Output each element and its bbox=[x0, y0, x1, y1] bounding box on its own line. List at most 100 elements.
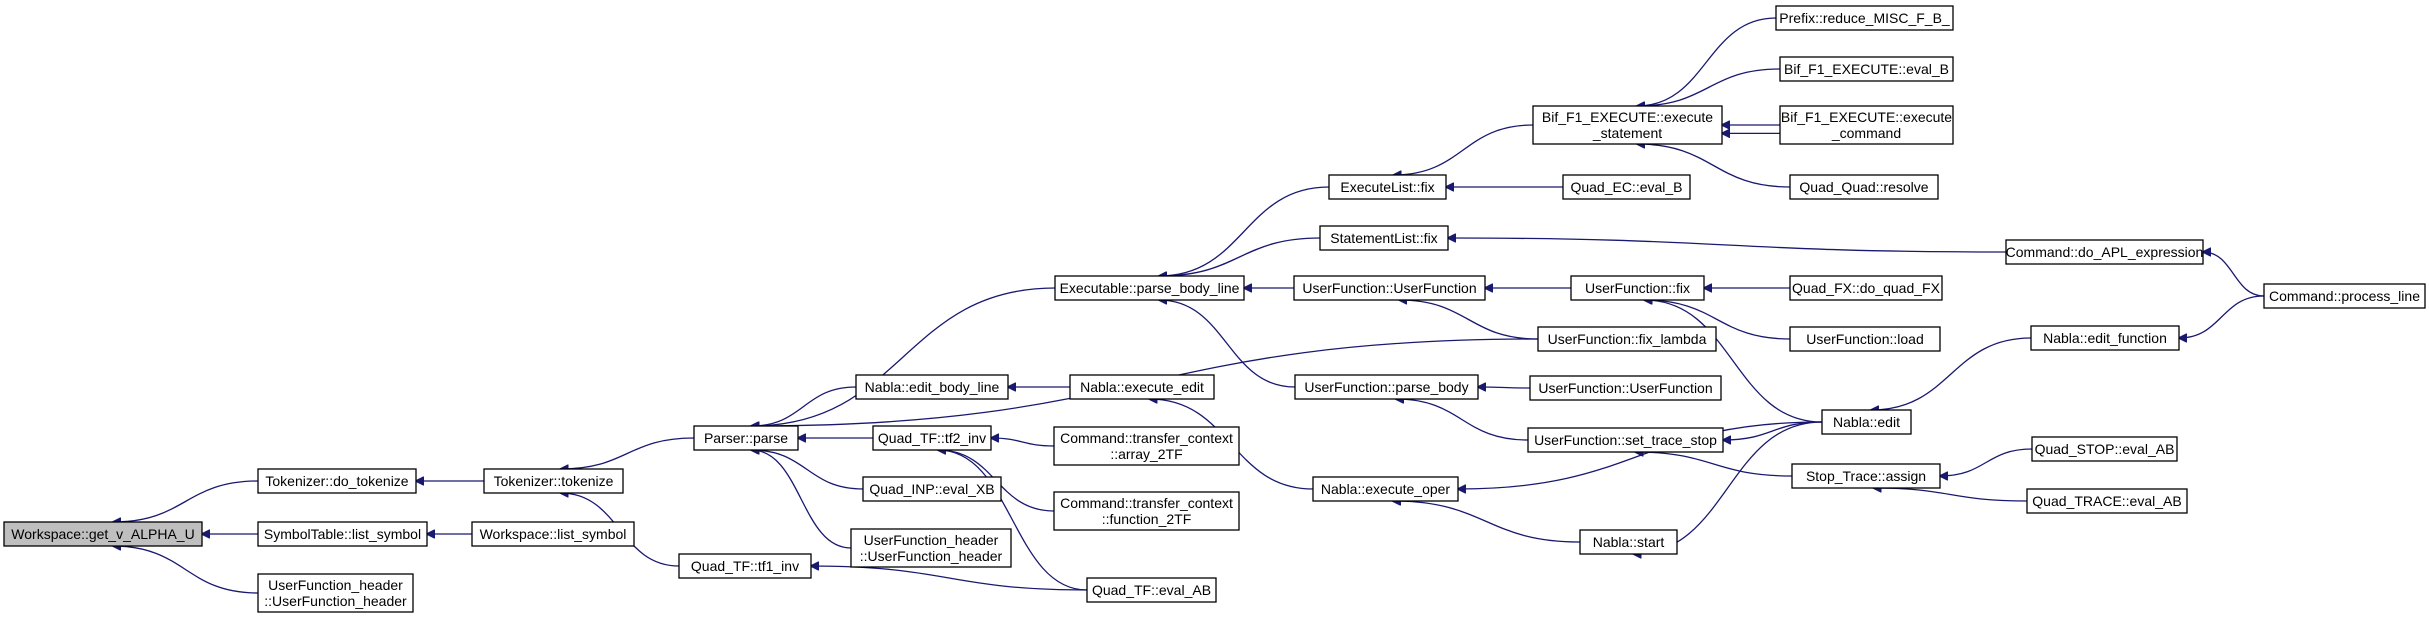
edge bbox=[1448, 238, 2007, 253]
node-qtf_evalab[interactable]: Quad_TF::eval_AB bbox=[1086, 577, 1217, 603]
node-uf_uf2[interactable]: UserFunction::UserFunction bbox=[1529, 375, 1722, 401]
node-qinp[interactable]: Quad_INP::eval_XB bbox=[862, 476, 1002, 502]
node-cmd_fn2tf[interactable]: Command::transfer_context::function_2TF bbox=[1053, 491, 1240, 531]
node-box bbox=[1789, 174, 1939, 200]
node-label: Prefix::reduce_MISC_F_B_ bbox=[1779, 10, 1950, 26]
node-label: Bif_F1_EXECUTE::execute bbox=[1542, 109, 1713, 125]
node-label: Command::do_APL_expression bbox=[2006, 244, 2204, 260]
node-exl_fix[interactable]: ExecuteList::fix bbox=[1328, 174, 1447, 200]
node-qtrace[interactable]: Quad_TRACE::eval_AB bbox=[2026, 488, 2188, 514]
node-box bbox=[1293, 275, 1486, 301]
node-symtab_list[interactable]: SymbolTable::list_symbol bbox=[257, 521, 428, 547]
node-label: Quad_TF::tf1_inv bbox=[691, 558, 799, 574]
node-box bbox=[1527, 427, 1724, 453]
node-nabla_ef[interactable]: Nabla::edit_function bbox=[2030, 325, 2180, 351]
node-bif_ec[interactable]: Bif_F1_EXECUTE::execute_command bbox=[1779, 105, 1954, 145]
node-box bbox=[1791, 463, 1941, 489]
node-cmd_dae[interactable]: Command::do_APL_expression bbox=[2005, 239, 2204, 265]
node-qec[interactable]: Quad_EC::eval_B bbox=[1562, 174, 1691, 200]
edge bbox=[113, 546, 259, 594]
edge bbox=[751, 287, 1056, 426]
node-label: UserFunction_header bbox=[268, 577, 403, 593]
node-qtf1[interactable]: Quad_TF::tf1_inv bbox=[678, 553, 812, 579]
node-ws_get[interactable]: Workspace::get_v_ALPHA_U bbox=[3, 521, 203, 547]
node-prefix[interactable]: Prefix::reduce_MISC_F_B_ bbox=[1775, 5, 1954, 31]
node-stl_fix[interactable]: StatementList::fix bbox=[1319, 225, 1449, 251]
edge bbox=[1159, 186, 1330, 276]
node-box bbox=[693, 425, 799, 451]
edge bbox=[113, 480, 259, 522]
node-box bbox=[1532, 105, 1723, 145]
node-box bbox=[1562, 174, 1691, 200]
node-bif_es[interactable]: Bif_F1_EXECUTE::execute_statement bbox=[1532, 105, 1723, 145]
node-label: _statement bbox=[1592, 125, 1662, 141]
node-cmd_pl[interactable]: Command::process_line bbox=[2263, 283, 2426, 309]
node-uf_fixl[interactable]: UserFunction::fix_lambda bbox=[1537, 326, 1717, 352]
edge bbox=[2203, 252, 2265, 297]
node-label: UserFunction::fix bbox=[1585, 280, 1690, 296]
node-ufh1[interactable]: UserFunction_header::UserFunction_header bbox=[257, 573, 414, 613]
node-uf_fix[interactable]: UserFunction::fix bbox=[1570, 275, 1705, 301]
node-uf_sts[interactable]: UserFunction::set_trace_stop bbox=[1527, 427, 1724, 453]
node-label: Nabla::execute_oper bbox=[1321, 481, 1451, 497]
node-box bbox=[2026, 488, 2188, 514]
edge bbox=[1637, 68, 1781, 106]
node-box bbox=[2031, 436, 2178, 462]
node-uf_uf[interactable]: UserFunction::UserFunction bbox=[1293, 275, 1486, 301]
node-qstop[interactable]: Quad_STOP::eval_AB bbox=[2031, 436, 2178, 462]
node-label: UserFunction::set_trace_stop bbox=[1534, 432, 1717, 448]
node-box bbox=[1294, 374, 1479, 400]
node-box bbox=[2263, 283, 2426, 309]
node-box bbox=[872, 425, 992, 451]
edge bbox=[1396, 399, 1529, 441]
node-nabla_start[interactable]: Nabla::start bbox=[1579, 529, 1678, 555]
node-exec_pbl[interactable]: Executable::parse_body_line bbox=[1054, 275, 1245, 301]
node-label: Quad_EC::eval_B bbox=[1570, 179, 1682, 195]
node-label: ::UserFunction_header bbox=[264, 593, 407, 609]
node-box bbox=[257, 468, 417, 494]
node-label: Workspace::list_symbol bbox=[480, 526, 627, 542]
node-nabla_exop[interactable]: Nabla::execute_oper bbox=[1312, 476, 1459, 502]
edge bbox=[1644, 300, 1823, 423]
node-box bbox=[855, 374, 1009, 400]
node-qtf2[interactable]: Quad_TF::tf2_inv bbox=[872, 425, 992, 451]
node-box bbox=[257, 521, 428, 547]
node-nabla_ebl[interactable]: Nabla::edit_body_line bbox=[855, 374, 1009, 400]
node-nabla_exedit[interactable]: Nabla::execute_edit bbox=[1069, 374, 1215, 400]
node-label: Bif_F1_EXECUTE::eval_B bbox=[1784, 61, 1949, 77]
node-uf_pb[interactable]: UserFunction::parse_body bbox=[1294, 374, 1479, 400]
node-label: Nabla::execute_edit bbox=[1080, 379, 1204, 395]
nodes: Workspace::get_v_ALPHA_U Tokenizer::do_to… bbox=[3, 5, 2426, 613]
edge bbox=[1478, 387, 1531, 388]
node-box bbox=[1312, 476, 1459, 502]
node-label: ExecuteList::fix bbox=[1340, 179, 1434, 195]
node-tok_tok[interactable]: Tokenizer::tokenize bbox=[483, 468, 624, 494]
node-qfx[interactable]: Quad_FX::do_quad_FX bbox=[1789, 275, 1943, 301]
node-nabla_edit[interactable]: Nabla::edit bbox=[1821, 409, 1912, 435]
node-box bbox=[483, 468, 624, 494]
node-label: UserFunction::parse_body bbox=[1304, 379, 1468, 395]
edge bbox=[1644, 300, 1791, 340]
node-bif_evalb[interactable]: Bif_F1_EXECUTE::eval_B bbox=[1779, 56, 1954, 82]
node-ws_list[interactable]: Workspace::list_symbol bbox=[471, 521, 635, 547]
node-cmd_arr2tf[interactable]: Command::transfer_context::array_2TF bbox=[1053, 426, 1240, 466]
node-label: UserFunction_header bbox=[864, 532, 999, 548]
node-ufh2[interactable]: UserFunction_header::UserFunction_header bbox=[850, 528, 1012, 568]
edge bbox=[1940, 448, 2033, 476]
node-box bbox=[471, 521, 635, 547]
edge bbox=[1871, 337, 2032, 410]
node-tok_do[interactable]: Tokenizer::do_tokenize bbox=[257, 468, 417, 494]
node-box bbox=[1319, 225, 1449, 251]
node-qqr[interactable]: Quad_Quad::resolve bbox=[1789, 174, 1939, 200]
edge bbox=[1637, 17, 1777, 106]
node-label: Executable::parse_body_line bbox=[1060, 280, 1240, 296]
node-stop_trace[interactable]: Stop_Trace::assign bbox=[1791, 463, 1941, 489]
node-box bbox=[1579, 529, 1678, 555]
node-parser[interactable]: Parser::parse bbox=[693, 425, 799, 451]
node-box bbox=[1537, 326, 1717, 352]
node-uf_load[interactable]: UserFunction::load bbox=[1789, 326, 1941, 352]
node-label: Quad_TRACE::eval_AB bbox=[2032, 493, 2181, 509]
node-box bbox=[1086, 577, 1217, 603]
edge bbox=[1159, 237, 1321, 276]
